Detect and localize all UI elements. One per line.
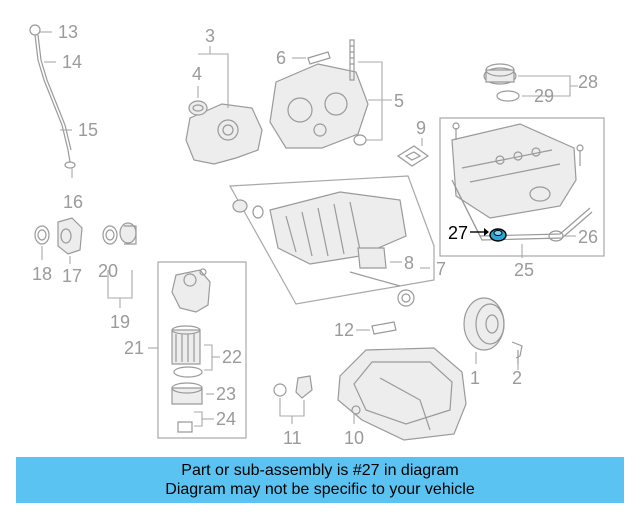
callout-25: 25 — [514, 260, 534, 280]
intake-manifold — [232, 191, 430, 307]
seal-and-housing-17-18 — [34, 217, 83, 264]
callout-23: 23 — [216, 384, 236, 404]
oil-pan — [337, 347, 467, 441]
callout-29: 29 — [534, 86, 554, 106]
callout-27: 27 — [448, 223, 468, 243]
callout-22: 22 — [222, 347, 242, 367]
callout-16: 16 — [63, 192, 83, 212]
callout-8: 8 — [404, 253, 414, 273]
callout-9: 9 — [416, 118, 426, 138]
highlighted-part-27 — [470, 228, 507, 242]
cylinder-head-front — [269, 39, 392, 149]
callout-6: 6 — [276, 48, 286, 68]
timing-cover — [185, 46, 263, 165]
callout-21: 21 — [124, 338, 144, 358]
callout-28: 28 — [578, 72, 598, 92]
callout-7: 7 — [436, 259, 446, 279]
oil-filler-cap — [483, 63, 578, 102]
callout-14: 14 — [62, 52, 82, 72]
callout-3: 3 — [205, 26, 215, 46]
callout-2: 2 — [512, 368, 522, 388]
dipstick-assembly — [29, 24, 76, 178]
pin-12 — [356, 321, 397, 335]
callout-24: 24 — [216, 409, 236, 429]
callout-17: 17 — [62, 266, 82, 286]
callout-12: 12 — [334, 320, 354, 340]
callout-5: 5 — [394, 91, 404, 111]
valve-cover — [451, 122, 593, 258]
sensor-11 — [273, 375, 313, 424]
oil-filter-group-frame — [157, 261, 247, 439]
callout-1: 1 — [470, 368, 480, 388]
info-banner: Part or sub-assembly is #27 in diagram D… — [16, 457, 624, 503]
callout-15: 15 — [78, 120, 98, 140]
banner-line-1: Part or sub-assembly is #27 in diagram — [181, 462, 459, 479]
callout-13: 13 — [58, 22, 78, 42]
banner-line-2: Diagram may not be specific to your vehi… — [165, 481, 475, 498]
callout-19: 19 — [110, 312, 130, 332]
seal-and-cap-19-20 — [102, 222, 137, 308]
crankshaft-pulley — [463, 297, 523, 370]
gasket-9 — [396, 138, 430, 167]
callout-4: 4 — [192, 64, 202, 84]
callout-11: 11 — [283, 428, 302, 448]
callout-10: 10 — [344, 428, 364, 448]
callout-18: 18 — [32, 264, 52, 284]
callout-26: 26 — [578, 227, 598, 247]
intake-group-frame — [229, 175, 435, 305]
oil-filter-housing — [148, 268, 220, 433]
callout-20: 20 — [98, 261, 118, 281]
